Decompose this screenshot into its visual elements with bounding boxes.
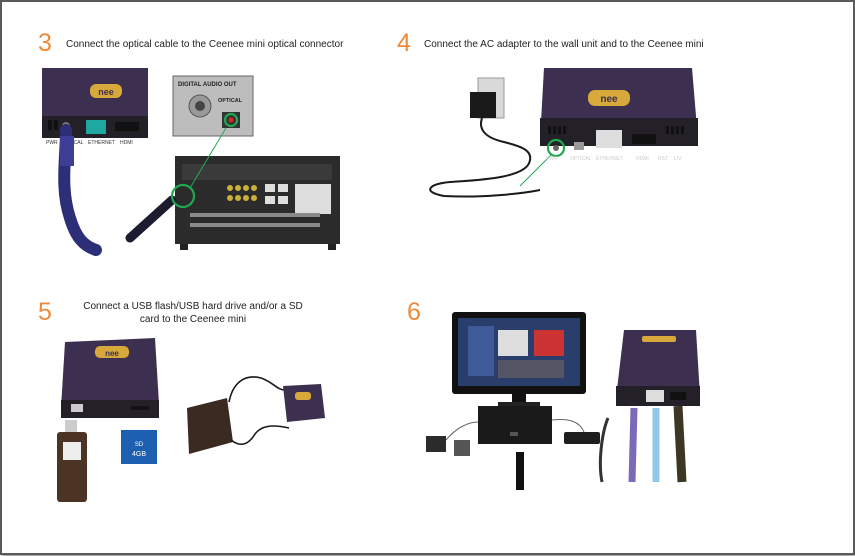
svg-text:ETHERNET: ETHERNET [596,156,623,162]
ceenee-mini-device [61,338,159,408]
svg-text:nee: nee [105,349,119,358]
hdmi-cable [673,405,687,483]
step-5-text: Connect a USB flash/USB hard drive and/o… [78,300,308,326]
receiver-optical-highlight [170,183,196,209]
ac-adapter [470,92,496,118]
svg-text:RST: RST [658,156,668,162]
svg-text:nee: nee [600,94,618,105]
svg-text:ETHERNET: ETHERNET [88,140,115,146]
svg-text:nee: nee [98,87,114,97]
ceenee-logo-icon: nee [95,346,129,358]
ethernet-port [86,120,106,134]
svg-text:DIGITAL AUDIO OUT: DIGITAL AUDIO OUT [178,82,237,88]
step-5-number: 5 [38,298,52,326]
sd-slot [131,406,149,410]
step-6-illustration [426,312,700,490]
usb-hard-drive [187,398,233,454]
ceenee-logo-icon: nee [588,90,630,106]
svg-text:L/V: L/V [674,156,682,162]
step-3-illustration: nee PWR OPTICAL ETHERNET HDMI DIGITAL AU… [42,68,340,256]
optical-port-highlight [223,112,239,128]
svg-text:PWR: PWR [46,140,58,146]
media-box [564,432,600,444]
hdmi-port [115,122,139,131]
sd-card-capacity: 4GB [132,451,146,458]
hdmi-port [632,134,656,144]
ceenee-mini-device [616,330,700,398]
svg-text:OPTICAL: OPTICAL [218,98,243,104]
remote-control [516,452,524,490]
sd-card: SD 4GB [121,430,157,464]
step-4-number: 4 [397,29,411,57]
speaker-box [478,406,552,444]
step-4-illustration: nee PWR OPTICAL ETHERNET HDMI RST L/V [429,68,698,198]
ceenee-logo-icon [642,336,676,342]
step-3-text: Connect the optical cable to the Ceenee … [66,39,344,50]
step-3-number: 3 [38,29,52,57]
svg-text:OPTICAL: OPTICAL [570,156,592,162]
sd-card-brand: SD [135,442,144,448]
step-5-text-line2: card to the Ceenee mini [139,314,247,325]
step-5-illustration: nee SD 4GB [57,338,325,502]
usb-flash-drive [57,420,87,502]
step-4-text: Connect the AC adapter to the wall unit … [424,39,704,50]
step-6-number: 6 [407,298,421,326]
ceenee-logo-icon: nee [90,84,122,98]
svg-text:HDMI: HDMI [120,140,133,146]
usb-port [71,404,83,412]
power-cable [429,117,541,198]
svg-text:HDMI: HDMI [636,156,649,162]
svg-text:PWR: PWR [546,156,558,162]
small-adapter [426,436,446,452]
optical-cable [628,407,638,483]
power-port-highlight [546,138,566,158]
ethernet-port [596,130,622,148]
step-5-text-line1: Connect a USB flash/USB hard drive and/o… [83,301,303,312]
